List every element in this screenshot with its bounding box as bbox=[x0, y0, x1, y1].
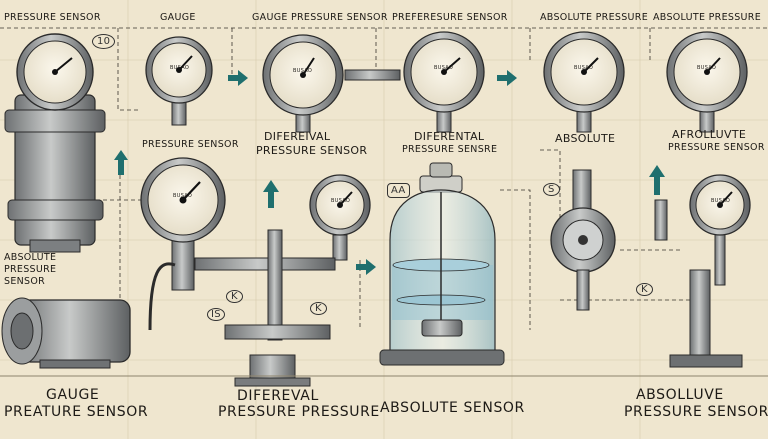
label-bottom-absolluve: ABSOLLUVE bbox=[636, 387, 724, 403]
gauge-top-4 bbox=[403, 31, 485, 133]
label-top-gauge: GAUGE bbox=[160, 12, 196, 23]
label-mid-difereival: DIFEREIVAL bbox=[264, 130, 331, 143]
label-mid-pressure-sensor-3: PRESSURE SENSOR bbox=[668, 142, 765, 153]
label-bottom-pressure-pressure: PRESSURE PRESSURE bbox=[218, 404, 380, 420]
label-bottom-gauge: GAUGE bbox=[46, 387, 100, 403]
marker-k-2: K bbox=[310, 302, 327, 315]
arrow-up-3 bbox=[649, 165, 665, 195]
gauge-top-3 bbox=[262, 34, 344, 133]
gauge-face-text-8: BUSAO bbox=[711, 198, 731, 204]
gauge-middle-2 bbox=[309, 174, 371, 261]
arrow-right-1 bbox=[228, 70, 248, 86]
glass-bell-jar bbox=[379, 162, 505, 366]
probe-sensor bbox=[654, 199, 743, 368]
wheel-sensor bbox=[550, 169, 616, 311]
label-top-absolute-pressure-2: ABSOLUTE PRESSURE bbox=[653, 12, 762, 23]
gauge-top-2 bbox=[145, 36, 213, 126]
arrow-up-1 bbox=[114, 150, 128, 175]
arrow-up-2 bbox=[263, 180, 279, 208]
gauge-middle-right bbox=[689, 174, 751, 286]
gauge-face-text-7: BUSAO bbox=[331, 198, 351, 204]
label-bottom-preature-sensor: PREATURE SENSOR bbox=[4, 404, 149, 420]
label-top-absolute-pressure: ABSOLUTE PRESSURE bbox=[540, 12, 649, 23]
cable-left bbox=[148, 262, 176, 331]
gauge-face-text-3: BUSAO bbox=[434, 65, 454, 71]
gauge-top-6 bbox=[666, 31, 748, 133]
gauge-middle-left bbox=[140, 157, 226, 291]
marker-k-3: K bbox=[636, 283, 653, 296]
marker-s: S bbox=[543, 183, 560, 196]
arrow-right-3 bbox=[356, 259, 376, 275]
gauge-face-text-1: BUSAO bbox=[170, 65, 190, 71]
gauge-top-left-assembly bbox=[4, 33, 106, 253]
label-mid-pressure-sensor: PRESSURE SENSOR bbox=[142, 139, 239, 150]
label-mid-pressure-sensre: PRESSURE SENSRE bbox=[402, 144, 498, 155]
gauge-top-5 bbox=[543, 31, 625, 133]
gauge-face-text-4: BUSAO bbox=[574, 65, 594, 71]
gauge-face-text-2: BUSAO bbox=[293, 68, 313, 74]
motor-housing bbox=[1, 297, 131, 369]
label-top-gauge-pressure-sensor: GAUGE PRESSURE SENSOR bbox=[252, 12, 388, 23]
label-mid-diferental: DIFERENTAL bbox=[414, 130, 485, 143]
gauge-face-text-5: BUSAO bbox=[697, 65, 717, 71]
label-bottom-pressure-sensor: PRESSURE SENSOR bbox=[624, 404, 768, 420]
label-left-sensor: SENSOR bbox=[4, 276, 46, 287]
label-mid-absolute: ABSOLUTE bbox=[555, 132, 616, 145]
label-mid-afrolluvte: AFROLLUVTE bbox=[672, 128, 747, 141]
marker-aa: AA bbox=[387, 183, 410, 198]
label-top-preferesure-sensor: PREFERESURE SENSOR bbox=[392, 12, 508, 23]
arrow-right-2 bbox=[497, 70, 517, 86]
pipe-network bbox=[194, 229, 336, 387]
marker-10: 10 bbox=[92, 34, 116, 49]
flow-arrows bbox=[114, 70, 665, 275]
label-left-pressure: PRESSURE bbox=[4, 264, 57, 275]
marker-k: K bbox=[226, 290, 243, 303]
marker-is: IS bbox=[207, 308, 225, 321]
label-top-pressure-sensor: PRESSURE SENSOR bbox=[4, 12, 101, 23]
label-left-absolute: ABSOLUTE bbox=[4, 252, 57, 263]
label-bottom-difereval: DIFEREVAL bbox=[237, 388, 319, 404]
label-mid-pressure-sensor-2: PRESSURE SENSOR bbox=[256, 144, 368, 157]
gauge-face-text-6: BUSAO bbox=[173, 193, 193, 199]
pipe-top bbox=[344, 69, 401, 81]
label-bottom-absolute-sensor: ABSOLUTE SENSOR bbox=[380, 400, 525, 416]
